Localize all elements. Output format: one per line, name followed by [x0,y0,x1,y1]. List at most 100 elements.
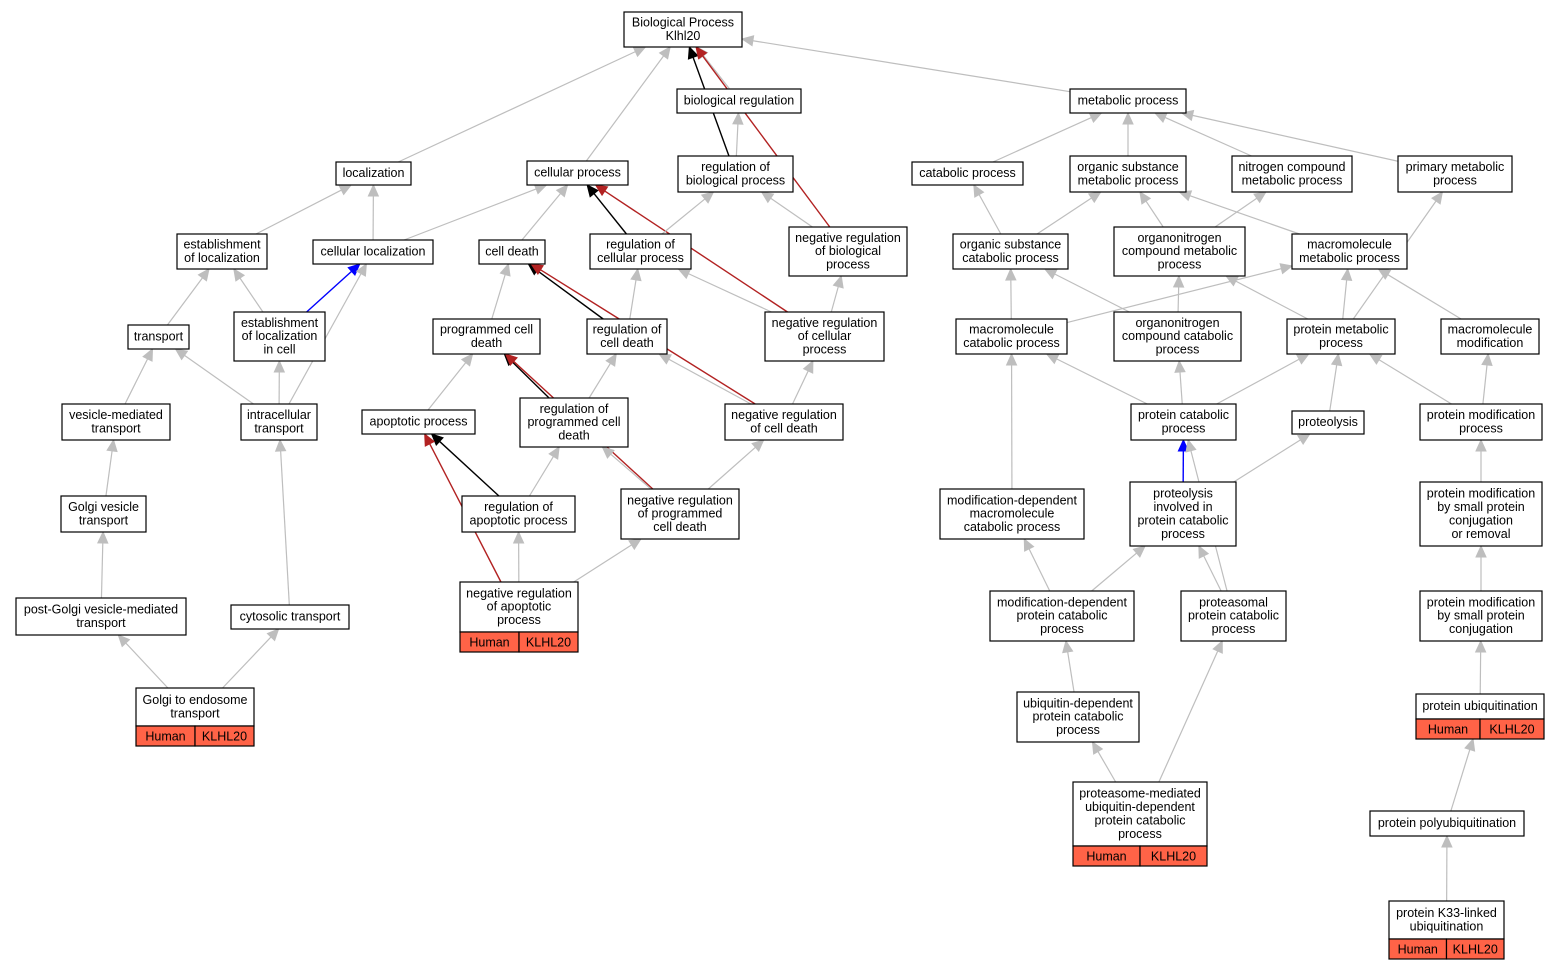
edge-arrowhead [1475,438,1487,452]
edge-arrowhead [367,183,380,197]
edge-line [1097,751,1117,783]
node-celldeath[interactable]: cell death [478,239,546,265]
node-label-line: protein catabolic [1016,609,1107,623]
node-metab[interactable]: metabolic process [1069,88,1187,114]
node-label-line: cellular process [597,251,684,265]
edge-k33-to-protpolyubi [1441,834,1453,902]
edge-line [703,55,731,90]
node-box [461,495,576,533]
node-cellloc[interactable]: cellular localization [312,239,434,265]
gene-cell [518,631,579,653]
node-cellproc[interactable]: cellular process [526,160,629,186]
node-proteolysis[interactable]: proteolysis [1291,410,1365,435]
node-label-line: death [558,429,589,443]
edge-line [1036,197,1092,235]
edge-protmet-to-macmet [1340,267,1353,320]
node-label-line: modification [1457,336,1524,350]
node-box [788,226,908,277]
gene-cell [1479,718,1545,740]
edge-line [585,55,665,162]
node-label-line: negative regulation [466,586,572,600]
edge-arrowhead [460,353,474,367]
node-apop[interactable]: apoptotic process [361,409,476,435]
node-label-line: organic substance [1077,160,1179,174]
edge-line [992,116,1092,163]
edge-metab-to-root [740,35,1071,93]
node-protpolyubi[interactable]: protein polyubiquitination [1369,810,1525,837]
node-box [724,403,844,441]
node-box [1069,155,1187,193]
node-box [955,318,1068,355]
node-label-line: process [1162,421,1206,435]
node-label-line: macromolecule [970,507,1055,521]
gene-cell [194,725,255,747]
edge-arrowhead [117,634,131,648]
edge-arrowhead [1340,267,1353,282]
node-label-line: organic substance [960,238,1062,252]
node-label-line: process [1158,258,1202,272]
node-label-line: process [1212,622,1256,636]
node-cytotrans[interactable]: cytosolic transport [230,604,350,630]
node-bioreg[interactable]: biological regulation [676,88,802,114]
edge-moddepprot-to-moddepmac [1023,537,1051,592]
node-transport[interactable]: transport [127,324,190,350]
edge-arrowhead [1481,352,1493,367]
species-label: Human [145,730,185,744]
node-box [361,409,476,435]
node-proteasomemed[interactable]: proteasome-mediatedubiquitin-dependentpr… [1072,781,1208,867]
edge-arrowhead [1431,191,1444,205]
edge-arrowhead [1174,359,1186,373]
node-catab[interactable]: catabolic process [911,161,1024,186]
edge-arrowhead [1475,544,1487,558]
node-label-line: protein modification [1427,487,1535,501]
edge-line [427,362,467,411]
node-label-line: in cell [264,343,296,357]
edge-golgives-to-vesmed [105,438,118,497]
node-box [1016,691,1140,743]
node-local[interactable]: localization [335,161,412,186]
node-label-line: ubiquitination [1410,919,1484,933]
edge-arrowhead [632,46,647,58]
node-moddepmac[interactable]: modification-dependentmacromoleculecatab… [939,488,1085,540]
